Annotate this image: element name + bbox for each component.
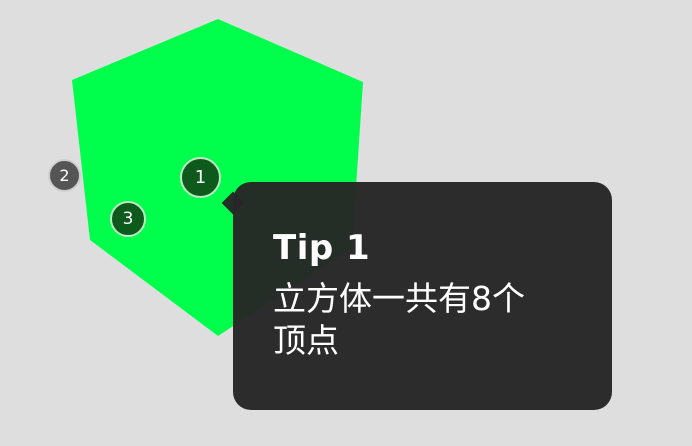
tooltip-title: Tip 1 <box>273 228 371 268</box>
vertex-marker-1[interactable]: 1 <box>180 157 221 198</box>
tooltip-body: 立方体一共有8个顶点 <box>273 279 525 360</box>
vertex-marker-2[interactable]: 2 <box>48 159 81 192</box>
vertex-marker-3[interactable]: 3 <box>110 201 146 237</box>
tip-tooltip: Tip 1 立方体一共有8个顶点 <box>221 182 612 410</box>
